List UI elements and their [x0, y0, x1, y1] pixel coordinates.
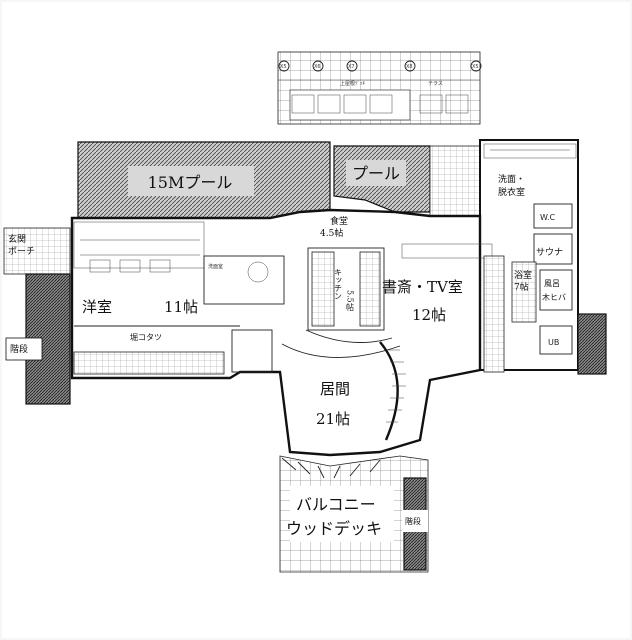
bath-label-line1: 風呂: [544, 279, 560, 288]
washroom-label-line2: 脱衣室: [498, 186, 525, 198]
pool-15m-label: 15Mプール: [148, 173, 233, 192]
upper-deck-label: 上屋根ﾃﾞｯｷ: [340, 80, 366, 87]
upper-deck-area: 上屋根ﾃﾞｯｷ テラス X5 X6 X7 X8 X5: [277, 51, 482, 125]
left-exterior-stairs: 階段: [5, 273, 71, 405]
bath-wing: 洗面・ 脱衣室 W.C サウナ 浴室 7帖 風呂 木ヒバ UB: [479, 139, 579, 371]
entrance-label-line2: ポーチ: [8, 246, 35, 257]
entrance-porch: 玄関 ポーチ: [3, 227, 71, 275]
western-room-label: 洋室: [82, 298, 112, 316]
axis-x8: X8: [406, 64, 413, 70]
kitchen-label: キッチン: [334, 268, 343, 300]
washroom-small-label: 洗面室: [208, 263, 223, 270]
study-tv-room: 書斎・TV室 12帖: [382, 243, 505, 373]
bathroom-label-line1: 浴室: [514, 269, 532, 281]
right-exterior-stairs: [577, 313, 607, 375]
balcony-deck: バルコニー ウッドデッキ 階段: [279, 455, 429, 573]
wood-deck-label: ウッドデッキ: [286, 519, 382, 538]
kitchen-size: 5.5帖: [346, 290, 355, 312]
wc-label: W.C: [540, 213, 556, 222]
western-room-size: 11帖: [164, 298, 198, 316]
living-size: 21帖: [316, 410, 350, 428]
dining-area: 食堂 4.5帖: [320, 215, 348, 239]
study-label: 書斎・TV室: [382, 278, 463, 296]
western-room: 洋室 11帖 堀コタツ: [73, 221, 240, 375]
axis-x5-right: X5: [472, 64, 479, 70]
sauna-label: サウナ: [536, 247, 563, 258]
axis-x5-left: X5: [280, 64, 287, 70]
living-label: 居間: [320, 380, 350, 398]
washroom-label-line1: 洗面・: [498, 173, 525, 185]
stairs-left-label: 階段: [10, 343, 28, 355]
dining-size: 4.5帖: [320, 227, 343, 239]
kitchen: キッチン 5.5帖: [305, 247, 393, 343]
ub-label: UB: [548, 338, 559, 347]
study-size: 12帖: [412, 306, 446, 324]
axis-x6: X6: [314, 64, 321, 70]
small-washroom: 洗面室: [203, 255, 285, 373]
bath-label-line2: 木ヒバ: [542, 292, 566, 302]
stairs-balcony-label: 階段: [405, 516, 421, 526]
pool-label: プール: [352, 164, 400, 183]
balcony-label: バルコニー: [296, 495, 376, 514]
bathroom-label-line2: 7帖: [514, 281, 529, 293]
dining-label: 食堂: [330, 215, 348, 227]
main-walls: [70, 208, 482, 457]
axis-x7: X7: [348, 64, 355, 70]
column-axis-markers: [278, 60, 482, 72]
terrace-label: テラス: [428, 81, 443, 87]
pool-area: プール: [333, 145, 431, 213]
pool-15m-area: 15Mプール: [77, 141, 331, 219]
entrance-label-line1: 玄関: [8, 233, 26, 245]
kotatsu-label: 堀コタツ: [130, 333, 162, 342]
living-room: 居間 21帖: [281, 341, 406, 441]
pool-side-tiles: [429, 145, 481, 217]
